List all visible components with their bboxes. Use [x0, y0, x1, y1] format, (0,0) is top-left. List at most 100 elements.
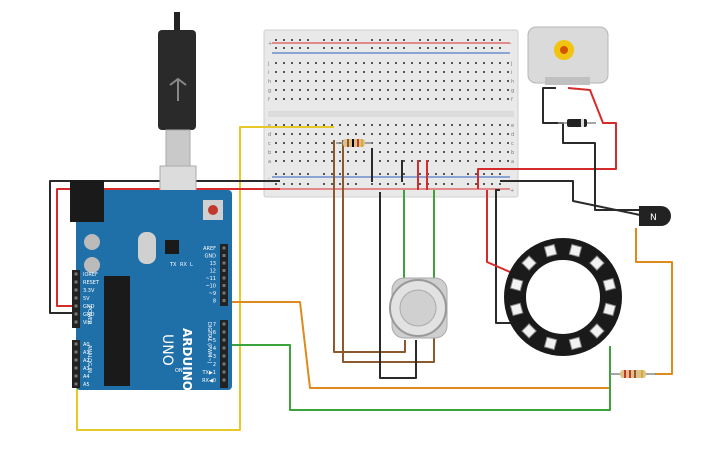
- npn-transistor: N: [639, 206, 671, 226]
- wire-yellow-a5: [76, 126, 334, 431]
- atmega-chip: [104, 276, 130, 386]
- rx-label: RX: [180, 262, 187, 268]
- neopixel-led: [568, 243, 583, 258]
- neopixel-led: [602, 302, 617, 317]
- analog-pin-label: A0: [83, 342, 90, 348]
- digital-pin-label: ~5: [209, 338, 216, 344]
- row-letter: c: [268, 141, 271, 147]
- wire-red-neopixel: [486, 190, 518, 276]
- wire-green-pin5: [228, 344, 611, 411]
- resistor-breadboard: [336, 139, 372, 147]
- digital-pin-label: 13: [210, 261, 216, 267]
- dc-jack: [70, 180, 104, 222]
- row-letter: e: [511, 123, 514, 129]
- digital-pin-label: ~10: [205, 284, 216, 290]
- power-pin-label: RESET: [83, 280, 100, 286]
- arduino-board: ARDUINO UNO DIGITAL (PWM~) POWER ANALOG …: [70, 180, 232, 391]
- wire-brown-2: [342, 140, 435, 363]
- wire-black-rail-transistor: [500, 180, 641, 216]
- arduino-model: UNO: [159, 334, 175, 366]
- analog-pin-label: A2: [83, 358, 90, 364]
- power-pin-label: GND: [83, 312, 95, 318]
- neopixel-led: [521, 323, 537, 339]
- gas-sensor: [389, 277, 448, 339]
- row-letter: f: [511, 97, 513, 103]
- wire-brown-1: [333, 140, 406, 353]
- neopixel-led: [543, 243, 558, 258]
- neopixel-led: [509, 277, 524, 292]
- wire-red-motor: [477, 87, 617, 189]
- row-letter: d: [511, 132, 514, 138]
- arduino-pin-labels: AREFGND1312~11~10~987~6~54~32TX▶1RX◀0IOR…: [83, 246, 216, 388]
- neopixel-leds: [509, 243, 617, 351]
- row-letter: b: [511, 150, 514, 156]
- analog-pin-label: A5: [83, 382, 90, 388]
- rail-plus-bottom: +: [510, 188, 514, 194]
- power-pin-label: Vin: [83, 320, 91, 326]
- row-letter: c: [511, 141, 514, 147]
- row-letter: g: [268, 88, 271, 94]
- digital-pin-label: 4: [213, 346, 216, 352]
- digital-pin-label: 7: [213, 322, 216, 328]
- arduino-header-pins: [74, 246, 226, 386]
- tx-label: TX: [169, 262, 177, 268]
- row-letter: i: [511, 70, 512, 76]
- usb-icon: [169, 77, 187, 101]
- analog-pin-label: A1: [83, 350, 90, 356]
- digital-pin-label: AREF: [203, 246, 216, 252]
- row-letter: j: [510, 61, 512, 67]
- analog-pin-label: A4: [83, 374, 90, 380]
- digital-pin-label: ~3: [209, 354, 216, 360]
- dc-motor: [527, 26, 609, 85]
- arduino-brand: ARDUINO: [180, 328, 194, 391]
- power-label: POWER: [86, 306, 92, 325]
- row-letter: i: [268, 70, 269, 76]
- digital-pin-label: 2: [213, 362, 216, 368]
- neopixel-led: [589, 255, 605, 271]
- wire-black-sensor-2: [379, 192, 417, 379]
- neopixel-led: [543, 336, 558, 351]
- rail-minus-bottom: -: [268, 176, 270, 182]
- digital-pin-label: 12: [210, 269, 216, 275]
- row-letter: b: [268, 150, 271, 156]
- row-letter: h: [268, 79, 271, 85]
- resistor-base: [610, 370, 656, 378]
- l-label: L: [190, 262, 193, 268]
- digital-pin-label: 8: [213, 299, 216, 305]
- usb-cable: [158, 12, 197, 221]
- row-letter: a: [511, 159, 514, 165]
- row-letter: g: [511, 88, 514, 94]
- neopixel-led: [602, 277, 617, 292]
- digital-pin-label: ~9: [209, 291, 216, 297]
- neopixel-led: [568, 336, 583, 351]
- power-pin-label: IOREF: [83, 272, 98, 278]
- rail-minus-top: -: [510, 41, 512, 47]
- wire-black-motor: [542, 87, 640, 211]
- row-letter: d: [268, 132, 271, 138]
- row-letter: a: [268, 159, 271, 165]
- digital-pin-label: ~6: [209, 330, 216, 336]
- digital-pin-label: TX▶1: [201, 370, 216, 376]
- analog-pin-label: A3: [83, 366, 90, 372]
- row-letter: f: [268, 97, 270, 103]
- wire-orange-transistor: [635, 228, 673, 375]
- analog-label: ANALOG IN: [86, 345, 92, 373]
- row-letter: j: [267, 61, 269, 67]
- digital-pin-label: RX◀0: [202, 378, 216, 384]
- wires: [49, 87, 673, 431]
- wire-black-neopixel: [495, 189, 516, 324]
- digital-pin-label: GND: [205, 254, 217, 260]
- digital-pin-label: ~11: [205, 276, 216, 282]
- transistor-label: N: [650, 213, 657, 223]
- on-label: ON: [175, 368, 183, 374]
- neopixel-led: [509, 302, 524, 317]
- neopixel-ring: [504, 238, 622, 356]
- power-pin-label: 3.3V: [83, 288, 95, 294]
- diode: [558, 119, 596, 127]
- digital-label: DIGITAL (PWM~): [206, 322, 212, 364]
- power-pin-label: 5V: [83, 296, 90, 302]
